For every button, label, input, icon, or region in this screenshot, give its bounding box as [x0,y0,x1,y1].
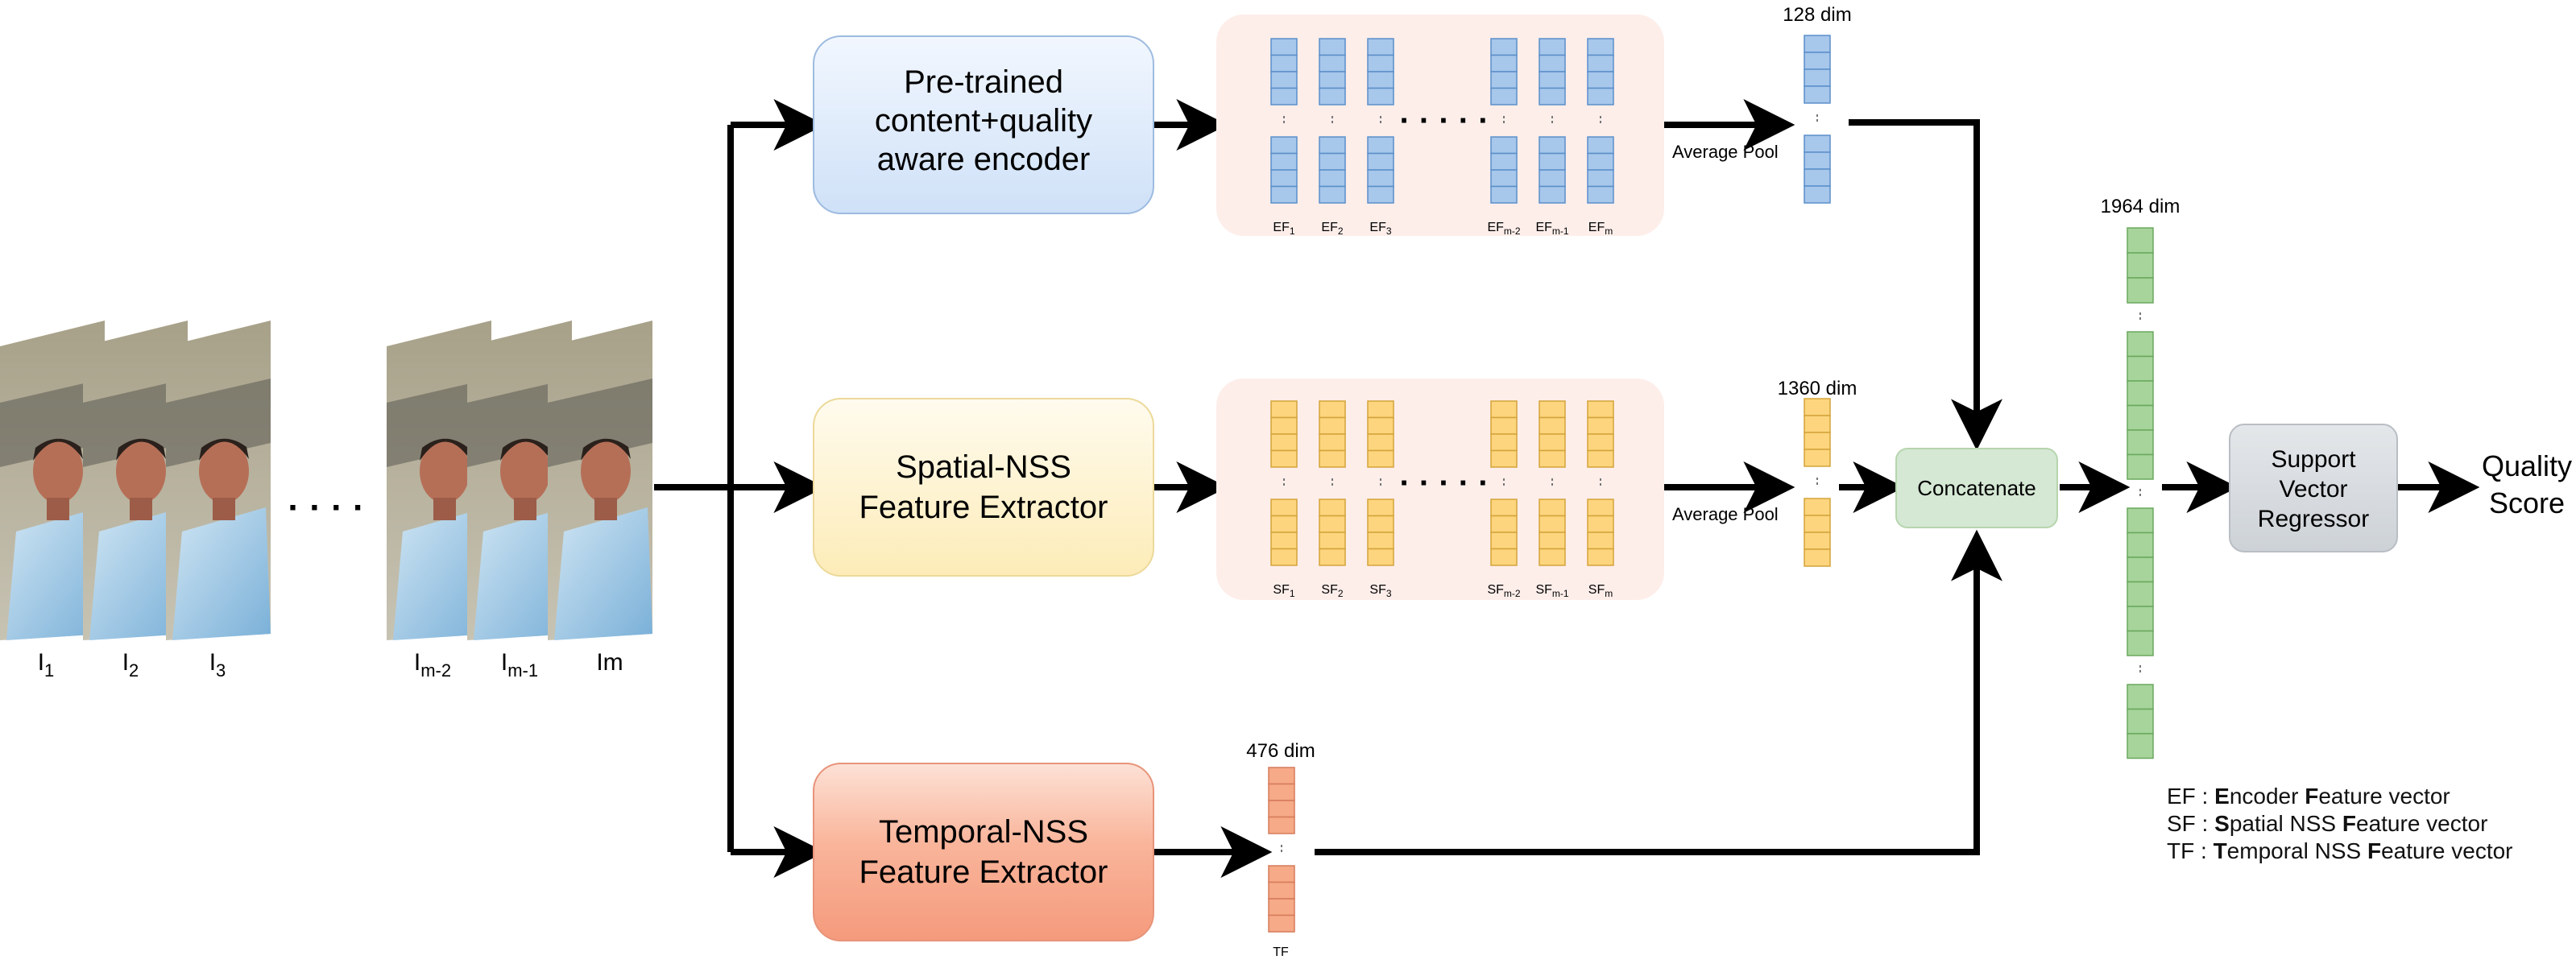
encoder-feature-column [1587,38,1614,204]
video-frame [548,321,652,640]
temporal-nss-block: Temporal-NSS Feature Extractor [813,763,1154,941]
spatial-feature-label: SFm-1 [1535,583,1568,599]
encoder-feature-label: EF2 [1321,221,1343,237]
encoder-block: Pre-trained content+quality aware encode… [813,35,1154,214]
encoder-feature-label: EFm-1 [1535,221,1568,237]
spatial-panel-ellipsis: · · · · · [1399,465,1489,501]
quality-score-label-2: Score [2489,486,2565,519]
video-frame [387,321,491,640]
encoder-feature-label: EFm-2 [1487,221,1520,237]
legend-row-sf: SF : Spatial NSS Feature vector [2167,811,2488,836]
arrow-tf-to-concat [1315,529,2002,855]
svr-block: Support Vector Regressor [2229,424,2398,552]
temporal-title-2: Feature Extractor [859,854,1108,890]
encoder-feature-column [1270,38,1298,204]
spatial-feature-column [1270,400,1298,566]
spatial-feature-columns: SF1 SF2 SF3 SFm-2 SFm-1 SFm [1270,400,1614,599]
svr-label-2: Vector [2279,476,2347,503]
spatial-feature-label: SF2 [1321,583,1343,599]
frame-labels: I1 I2 I3 Im-2 Im-1 Im [38,649,623,681]
spatial-dim-label: 1360 dim [1778,378,1857,399]
encoder-pooled-vector [1804,35,1831,204]
feature-vectors [1268,35,2154,933]
connector-arrows [654,99,2480,878]
video-frames [0,321,652,640]
concatenated-vector [2127,227,2154,759]
video-frame [166,321,271,640]
spatial-feature-column [1539,400,1566,566]
frame-label: Im [596,649,623,676]
quality-score-label-1: Quality [2482,449,2572,482]
spatial-feature-panel: SF1 SF2 SF3 SFm-2 SFm-1 SFm · · · · · [1216,379,1664,600]
encoder-feature-label: EF3 [1369,221,1391,237]
encoder-feature-column [1319,38,1346,204]
encoder-title-3: aware encoder [877,142,1091,177]
arrow-ef-to-concat [1849,119,2002,451]
spatial-title-2: Feature Extractor [859,490,1108,525]
encoder-title-1: Pre-trained [904,64,1063,100]
frame-label: Im-1 [501,649,538,681]
concat-dim-label: 1964 dim [2101,196,2180,217]
encoder-dim-label: 128 dim [1783,4,1851,26]
avgpool-label-encoder: Average Pool [1672,142,1779,162]
spatial-feature-label: SFm-2 [1487,583,1520,599]
video-frame [83,321,188,640]
concatenate-label: Concatenate [1917,476,2036,500]
spatial-feature-label: SFm [1588,583,1613,599]
legend-row-ef: EF : Encoder Feature vector [2167,784,2450,809]
temporal-dim-label: 476 dim [1246,740,1315,762]
spatial-feature-column [1319,400,1346,566]
spatial-feature-column [1587,400,1614,566]
encoder-feature-column [1367,38,1394,204]
video-frame [0,321,105,640]
legend: EF : Encoder Feature vector SF : Spatial… [2167,783,2513,865]
spatial-nss-block: Spatial-NSS Feature Extractor [813,398,1154,577]
encoder-feature-label: EFm [1588,221,1613,237]
frame-label: I1 [38,649,55,681]
frame-label: I3 [209,649,226,681]
frame-label: I2 [122,649,139,681]
spatial-feature-label: SF3 [1369,583,1391,599]
encoder-title-2: content+quality [875,103,1092,139]
encoder-feature-panel: EF1 EF2 EF3 EFm-2 EFm-1 EFm · · · · · [1216,14,1664,237]
svr-label-3: Regressor [2258,506,2369,532]
encoder-feature-label: EF1 [1273,221,1294,237]
spatial-feature-column [1367,400,1394,566]
encoder-panel-ellipsis: · · · · · [1399,103,1489,139]
temporal-title-1: Temporal-NSS [879,814,1088,850]
avgpool-label-spatial: Average Pool [1672,504,1779,524]
spatial-pooled-vector [1804,398,1831,567]
legend-row-tf: TF : Temporal NSS Feature vector [2167,838,2513,863]
temporal-vector-label: TF [1273,945,1289,959]
encoder-feature-columns: EF1 EF2 EF3 EFm-2 EFm-1 EFm [1270,38,1614,237]
concatenate-block: Concatenate [1895,448,2058,528]
svr-label-1: Support [2271,446,2356,473]
frames-ellipsis: · · · · [288,488,364,528]
temporal-feature-vector [1268,767,1295,933]
spatial-feature-label: SF1 [1273,583,1294,599]
encoder-feature-column [1490,38,1518,204]
encoder-feature-column [1539,38,1566,204]
spatial-title-1: Spatial-NSS [896,449,1071,485]
spatial-feature-column [1490,400,1518,566]
video-frame [467,321,572,640]
frame-label: Im-2 [414,649,451,681]
